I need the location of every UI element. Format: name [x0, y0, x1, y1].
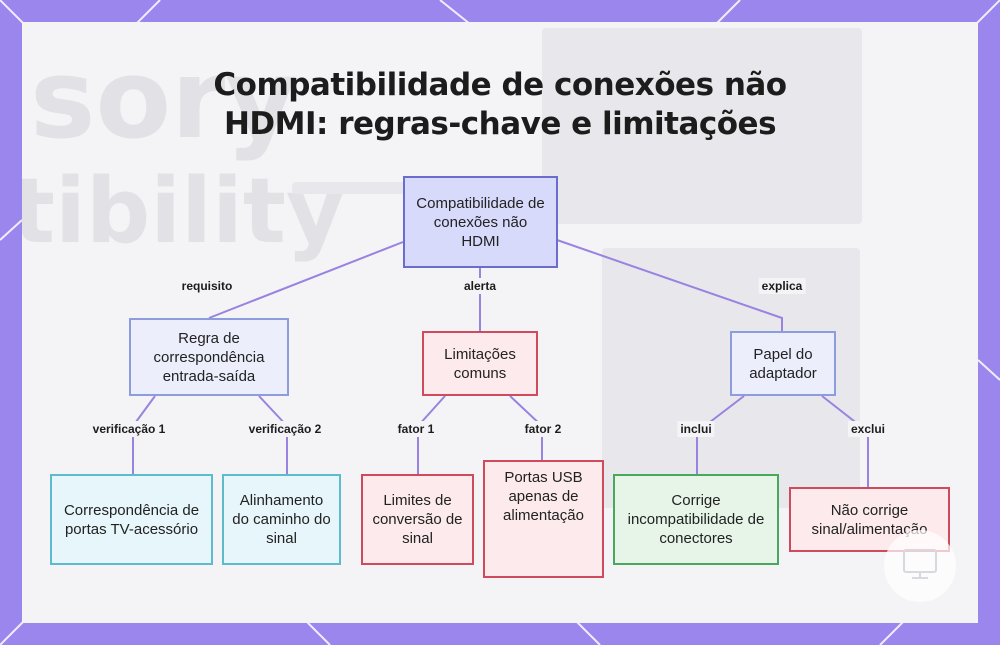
node-nofix: Não corrige sinal/alimentação — [789, 487, 950, 552]
edge-adapter-nofix — [821, 395, 869, 487]
edge-label-verificacao-2: verificação 2 — [245, 421, 325, 437]
title-line-1: Compatibilidade de conexões não — [213, 67, 787, 103]
edge-label-explica: explica — [758, 278, 806, 294]
edge-label-alerta: alerta — [460, 278, 500, 294]
diagram-title: Compatibilidade de conexões não HDMI: re… — [22, 66, 978, 144]
node-path: Alinhamento do caminho do sinal — [222, 474, 341, 565]
background-panel — [542, 28, 862, 224]
edge-root-rule — [208, 241, 404, 319]
node-usb: Portas USB apenas de alimentação — [483, 460, 604, 578]
background-text-2: tibility — [22, 159, 345, 264]
edge-label-verificacao-1: verificação 1 — [89, 421, 169, 437]
node-rule: Regra de correspondência entrada-saída — [129, 318, 289, 396]
background-text-1: sory — [30, 35, 297, 163]
title-line-2: HDMI: regras-chave e limitações — [223, 106, 777, 142]
watermark-icon — [884, 530, 956, 602]
node-fixes: Corrige incompatibilidade de conectores — [613, 474, 779, 565]
edge-label-inclui: inclui — [677, 421, 715, 437]
edge-label-fator-1: fator 1 — [394, 421, 438, 437]
edge-label-requisito: requisito — [178, 278, 236, 294]
node-ports: Correspondência de portas TV-acessório — [50, 474, 213, 565]
node-limits: Limitações comuns — [422, 331, 538, 396]
edge-root-adapter — [556, 239, 783, 331]
diagram-card: sory tibility Compatibilidade de conexõe… — [22, 22, 978, 623]
edge-label-exclui: exclui — [847, 421, 889, 437]
node-conv: Limites de conversão de sinal — [361, 474, 474, 565]
node-adapter: Papel do adaptador — [730, 331, 836, 396]
edge-label-fator-2: fator 2 — [521, 421, 565, 437]
node-root: Compatibilidade de conexões não HDMI — [403, 176, 558, 268]
